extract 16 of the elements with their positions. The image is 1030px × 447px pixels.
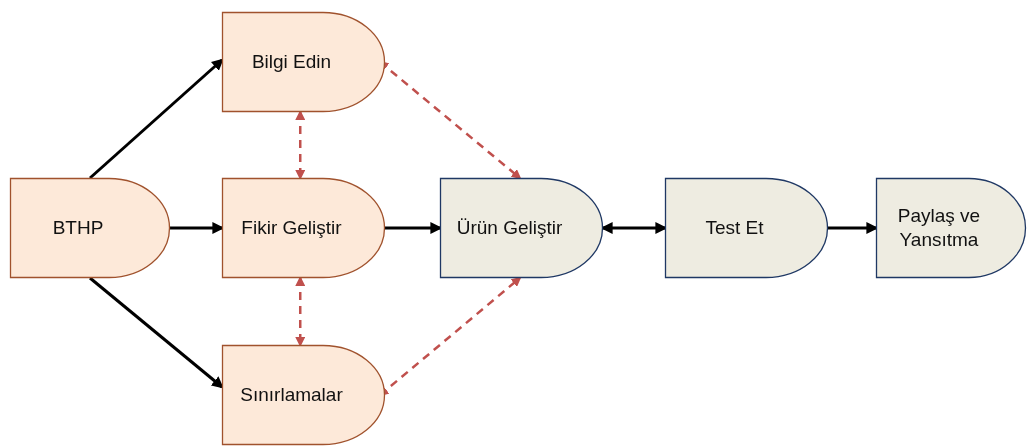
node-label: BTHP	[51, 216, 105, 240]
node-label: Sınırlamalar	[239, 383, 344, 407]
dashed-arrow	[295, 276, 306, 347]
process-shape	[222, 178, 385, 278]
dashed-arrow	[295, 110, 306, 180]
node-label: Fikir Geliştir	[240, 216, 343, 240]
process-shape	[222, 345, 385, 445]
process-shape	[876, 178, 1026, 278]
node-label: Bilgi Edin	[250, 50, 333, 74]
node-label: Ürün Geliştir	[455, 216, 564, 240]
node-label: Test Et	[704, 216, 765, 240]
process-shape	[665, 178, 828, 278]
process-shape	[222, 12, 385, 112]
node-label: Paylaş ve Yansıtma	[896, 204, 982, 252]
process-shape	[10, 178, 170, 278]
process-shape	[440, 178, 603, 278]
